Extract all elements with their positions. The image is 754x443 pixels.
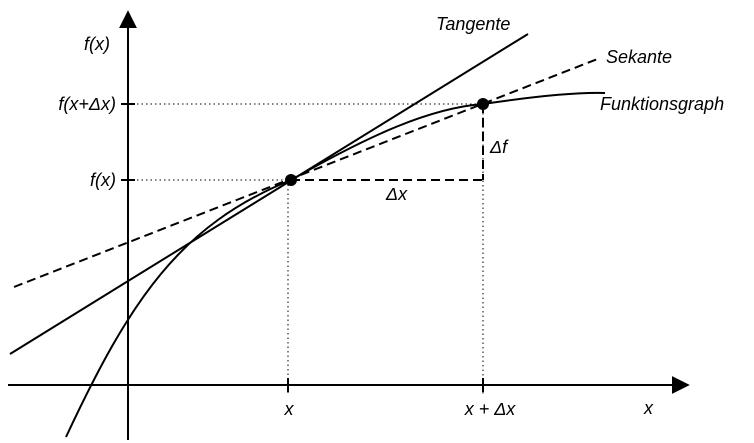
x-tick-label-right: x + Δx	[464, 399, 517, 419]
secant-label: Sekante	[606, 47, 672, 67]
tangent-line	[9, 33, 529, 355]
secant-line	[13, 57, 601, 288]
x-axis-label: x	[643, 398, 654, 418]
y-tick-label-upper: f(x+Δx)	[58, 94, 116, 114]
function-graph	[65, 91, 606, 438]
point-x-plus-dx	[477, 98, 489, 110]
x-tick-label-left: x	[284, 399, 295, 419]
delta-x-label: Δx	[385, 184, 408, 204]
delta-f-label: Δf	[489, 137, 509, 157]
y-axis-label: f(x)	[84, 34, 110, 54]
tangent-label: Tangente	[436, 14, 510, 34]
point-x	[285, 174, 297, 186]
y-tick-label-lower: f(x)	[90, 170, 116, 190]
function-label: Funktionsgraph	[600, 94, 724, 114]
